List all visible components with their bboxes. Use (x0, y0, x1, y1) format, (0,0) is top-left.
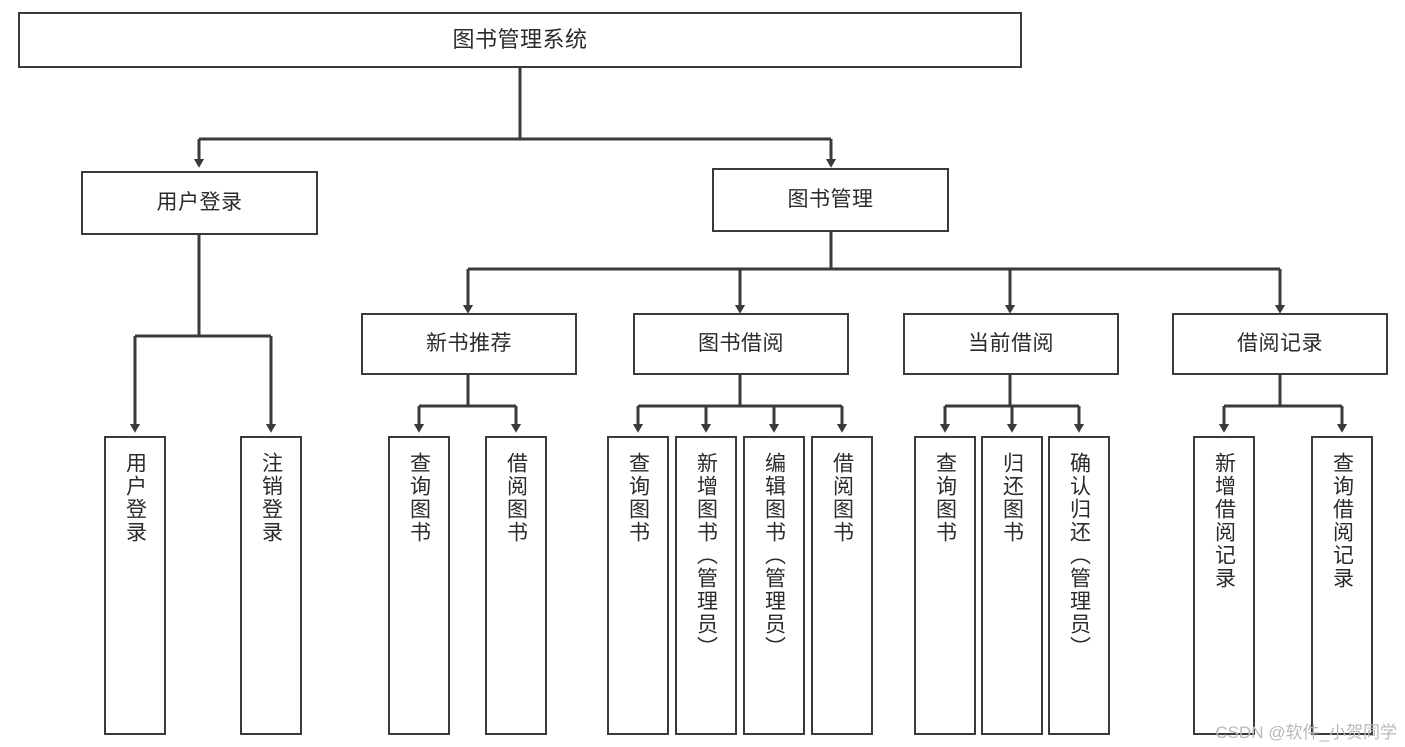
node-new-book-recommendation[interactable]: 新书推荐 (361, 313, 577, 375)
node-current-borrowing-label: 当前借阅 (968, 331, 1054, 355)
node-borrowing-record-label: 借阅记录 (1237, 331, 1323, 355)
leaf-book-borrow-borrow-books-label: 借阅图书 (830, 452, 854, 544)
leaf-new-book-borrow-books-label: 借阅图书 (504, 452, 528, 544)
leaf-book-borrow-edit-book-admin-label: 编辑图书（管理员） (762, 452, 786, 659)
node-book-borrowing-label: 图书借阅 (698, 331, 784, 355)
leaf-borrow-record-add-record[interactable]: 新增借阅记录 (1193, 436, 1255, 735)
leaf-user-login-logout-label: 注销登录 (259, 452, 283, 544)
csdn-watermark: CSDN @软件_小贺同学 (1215, 723, 1397, 742)
leaf-borrow-record-add-record-label: 新增借阅记录 (1212, 452, 1236, 590)
leaf-book-borrow-add-book-admin[interactable]: 新增图书（管理员） (675, 436, 737, 735)
leaf-current-borrow-return-books-label: 归还图书 (1000, 452, 1024, 544)
node-root-book-management-system[interactable]: 图书管理系统 (18, 12, 1022, 68)
leaf-book-borrow-query-books[interactable]: 查询图书 (607, 436, 669, 735)
node-new-book-recommendation-label: 新书推荐 (426, 331, 512, 355)
leaf-current-borrow-query-books-label: 查询图书 (933, 452, 957, 544)
leaf-new-book-borrow-books[interactable]: 借阅图书 (485, 436, 547, 735)
node-book-management[interactable]: 图书管理 (712, 168, 949, 232)
leaf-book-borrow-query-books-label: 查询图书 (626, 452, 650, 544)
leaf-book-borrow-edit-book-admin[interactable]: 编辑图书（管理员） (743, 436, 805, 735)
node-book-borrowing[interactable]: 图书借阅 (633, 313, 849, 375)
leaf-user-login-login-label: 用户登录 (123, 452, 147, 544)
node-user-login-label: 用户登录 (156, 190, 243, 214)
leaf-borrow-record-query-record[interactable]: 查询借阅记录 (1311, 436, 1373, 735)
leaf-current-borrow-return-books[interactable]: 归还图书 (981, 436, 1043, 735)
node-book-management-label: 图书管理 (787, 187, 874, 211)
node-root-label: 图书管理系统 (452, 27, 588, 53)
leaf-user-login-login[interactable]: 用户登录 (104, 436, 166, 735)
node-borrowing-record[interactable]: 借阅记录 (1172, 313, 1388, 375)
leaf-user-login-logout[interactable]: 注销登录 (240, 436, 302, 735)
leaf-current-borrow-confirm-return-admin-label: 确认归还（管理员） (1067, 452, 1091, 659)
node-user-login[interactable]: 用户登录 (81, 171, 318, 235)
leaf-current-borrow-query-books[interactable]: 查询图书 (914, 436, 976, 735)
node-current-borrowing[interactable]: 当前借阅 (903, 313, 1119, 375)
leaf-book-borrow-borrow-books[interactable]: 借阅图书 (811, 436, 873, 735)
leaf-book-borrow-add-book-admin-label: 新增图书（管理员） (694, 452, 718, 659)
leaf-new-book-query-books[interactable]: 查询图书 (388, 436, 450, 735)
leaf-current-borrow-confirm-return-admin[interactable]: 确认归还（管理员） (1048, 436, 1110, 735)
leaf-borrow-record-query-record-label: 查询借阅记录 (1330, 452, 1354, 590)
leaf-new-book-query-books-label: 查询图书 (407, 452, 431, 544)
